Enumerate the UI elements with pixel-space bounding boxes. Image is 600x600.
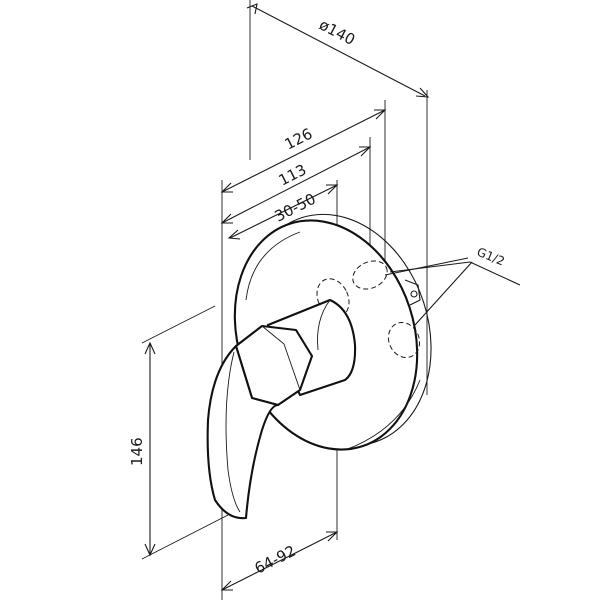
height-arrow-bottom — [144, 543, 156, 557]
mount-depth-dimension-line — [229, 184, 338, 239]
body-width-arrow-left — [220, 213, 233, 224]
hidden-port-right — [387, 321, 421, 359]
diameter-arrow-right — [415, 87, 430, 98]
lever-handle — [206, 324, 314, 520]
height-extension-bottom — [141, 514, 229, 560]
height-arrow-top — [144, 341, 156, 355]
diameter-label: ø140 — [316, 16, 358, 49]
hidden-port-top — [352, 260, 388, 290]
connection-label: G1/2 — [475, 245, 507, 269]
mounting-bracket — [404, 279, 421, 306]
body-width-label: 113 — [276, 161, 310, 190]
diameter-arrow-left — [246, 3, 258, 15]
height-extension-top — [141, 305, 216, 344]
hub-edge-line — [317, 299, 331, 351]
body-width-arrow-right — [359, 146, 372, 157]
escutcheon-inner-arc-top — [245, 231, 301, 301]
handle-collar-edge — [261, 325, 301, 391]
wall-depth-arrow-left — [220, 580, 233, 591]
height-label: 146 — [128, 437, 146, 466]
lever-highlight — [225, 351, 241, 513]
hidden-connections — [316, 260, 421, 359]
callout-leader-2 — [389, 261, 471, 273]
body-width-dimension-line — [221, 146, 371, 224]
diameter-dimension-line — [251, 5, 426, 97]
wall-depth-arrow-right — [326, 531, 339, 542]
wall-depth-dimension-line — [221, 531, 338, 591]
diameter-dimension: ø140 — [246, 0, 430, 395]
lever-blade — [206, 344, 280, 520]
mount-depth-arrow-right — [326, 184, 339, 195]
callout-leader-1 — [384, 257, 469, 276]
callout-shelf — [469, 261, 521, 286]
callout-leader-3 — [414, 261, 473, 326]
bracket-hole — [410, 290, 418, 298]
mount-depth-arrow-left — [227, 229, 241, 240]
wall-depth-label: 64-92 — [252, 542, 299, 578]
escutcheon-inner-arc-bottom — [344, 379, 421, 451]
overall-width-dimension-line — [221, 109, 386, 193]
height-dimension: 146 — [128, 305, 229, 560]
overall-width-arrow-right — [374, 109, 387, 120]
overall-width-arrow-left — [220, 182, 233, 193]
overall-width-label: 126 — [282, 125, 316, 154]
